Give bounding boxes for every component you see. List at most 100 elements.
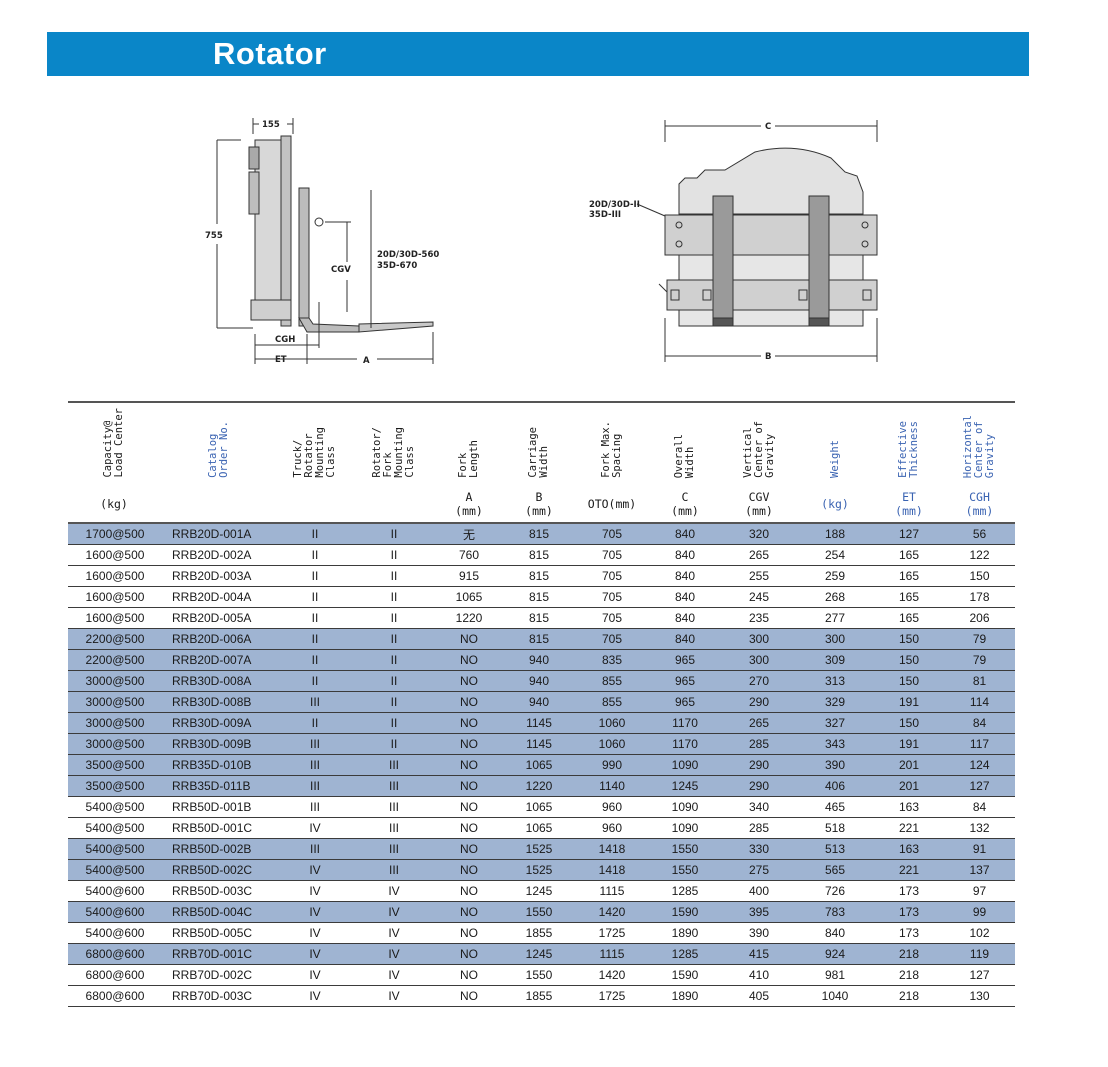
table-cell: RRB30D-008B [160,691,278,713]
table-cell: 840 [796,922,874,944]
table-cell: 760 [436,544,502,566]
table-cell: 1115 [576,880,648,902]
table-cell: 178 [944,586,1015,608]
table-cell: RRB20D-001A [160,523,278,545]
table-cell: RRB50D-003C [160,880,278,902]
table-cell: IV [278,880,352,902]
table-cell: 290 [722,754,796,776]
column-label: Capacity@ Load Center [102,408,125,478]
table-cell: 201 [874,754,944,776]
table-cell: NO [436,691,502,713]
table-cell: 300 [722,628,796,650]
column-header: Vertical Center of Gravity [722,401,796,485]
table-cell: 1090 [648,817,722,839]
table-cell: 1220 [436,607,502,629]
table-cell: 188 [796,523,874,545]
table-cell: NO [436,943,502,965]
table-cell: 705 [576,523,648,545]
table-cell: 122 [944,544,1015,566]
table-cell: NO [436,964,502,986]
table-cell: NO [436,628,502,650]
table-cell: 1550 [502,964,576,986]
table-cell: RRB35D-011B [160,775,278,797]
table-cell: RRB50D-002B [160,838,278,860]
table-cell: 265 [722,712,796,734]
table-cell: III [352,838,436,860]
table-cell: 565 [796,859,874,881]
table-cell: 150 [874,670,944,692]
column-header: Effective Thickness [874,401,944,485]
column-header: Carriage Width [502,401,576,485]
table-cell: 320 [722,523,796,545]
column-header: Overall Width [648,401,722,485]
table-cell: III [278,775,352,797]
table-cell: 1550 [648,838,722,860]
table-cell: 815 [502,565,576,587]
table-cell: RRB50D-004C [160,901,278,923]
table-cell: 163 [874,838,944,860]
table-cell: 130 [944,985,1015,1007]
table-cell: 940 [502,691,576,713]
table-cell: 102 [944,922,1015,944]
table-cell: 1550 [502,901,576,923]
column-header: Capacity@ Load Center [68,401,160,485]
table-cell: 1090 [648,796,722,818]
table-cell: 150 [944,565,1015,587]
column-label: Fork Max. Spacing [600,421,623,478]
table-cell: 1418 [576,859,648,881]
class-line2: 35D-III [589,210,621,220]
table-cell: 117 [944,733,1015,755]
table-cell: 513 [796,838,874,860]
table-cell: 1170 [648,712,722,734]
table-cell: 1220 [502,775,576,797]
table-cell: 99 [944,901,1015,923]
table-cell: IV [352,922,436,944]
table-cell: II [352,586,436,608]
column-unit: B (mm) [502,485,576,524]
table-cell: 275 [722,859,796,881]
table-cell: III [278,838,352,860]
table-cell: III [352,754,436,776]
load-center-line1: 20D/30D-560 [377,250,439,260]
table-cell: II [352,733,436,755]
table-cell: II [278,565,352,587]
table-cell: RRB50D-001C [160,817,278,839]
table-cell: 1170 [648,733,722,755]
table-cell: III [352,817,436,839]
table-cell: 1245 [502,880,576,902]
table-cell: RRB30D-009B [160,733,278,755]
table-cell: 309 [796,649,874,671]
table-cell: IV [278,943,352,965]
table-cell: 1140 [576,775,648,797]
table-cell: 705 [576,607,648,629]
table-cell: 259 [796,565,874,587]
column-header: Fork Max. Spacing [576,401,648,485]
table-cell: 855 [576,691,648,713]
table-cell: II [278,628,352,650]
table-cell: 191 [874,691,944,713]
table-cell: RRB30D-009A [160,712,278,734]
table-cell: 1855 [502,922,576,944]
column-header: Horizontal Center of Gravity [944,401,1015,485]
table-cell: 1245 [648,775,722,797]
table-cell: 330 [722,838,796,860]
table-cell: 840 [648,586,722,608]
table-cell: RRB20D-002A [160,544,278,566]
class-line1: 20D/30D-II [589,200,640,210]
table-cell: RRB30D-008A [160,670,278,692]
table-cell: 343 [796,733,874,755]
table-cell: 150 [874,712,944,734]
table-cell: IV [352,985,436,1007]
column-unit: CGV (mm) [722,485,796,524]
table-cell: 329 [796,691,874,713]
table-cell: 400 [722,880,796,902]
table-cell: RRB50D-001B [160,796,278,818]
